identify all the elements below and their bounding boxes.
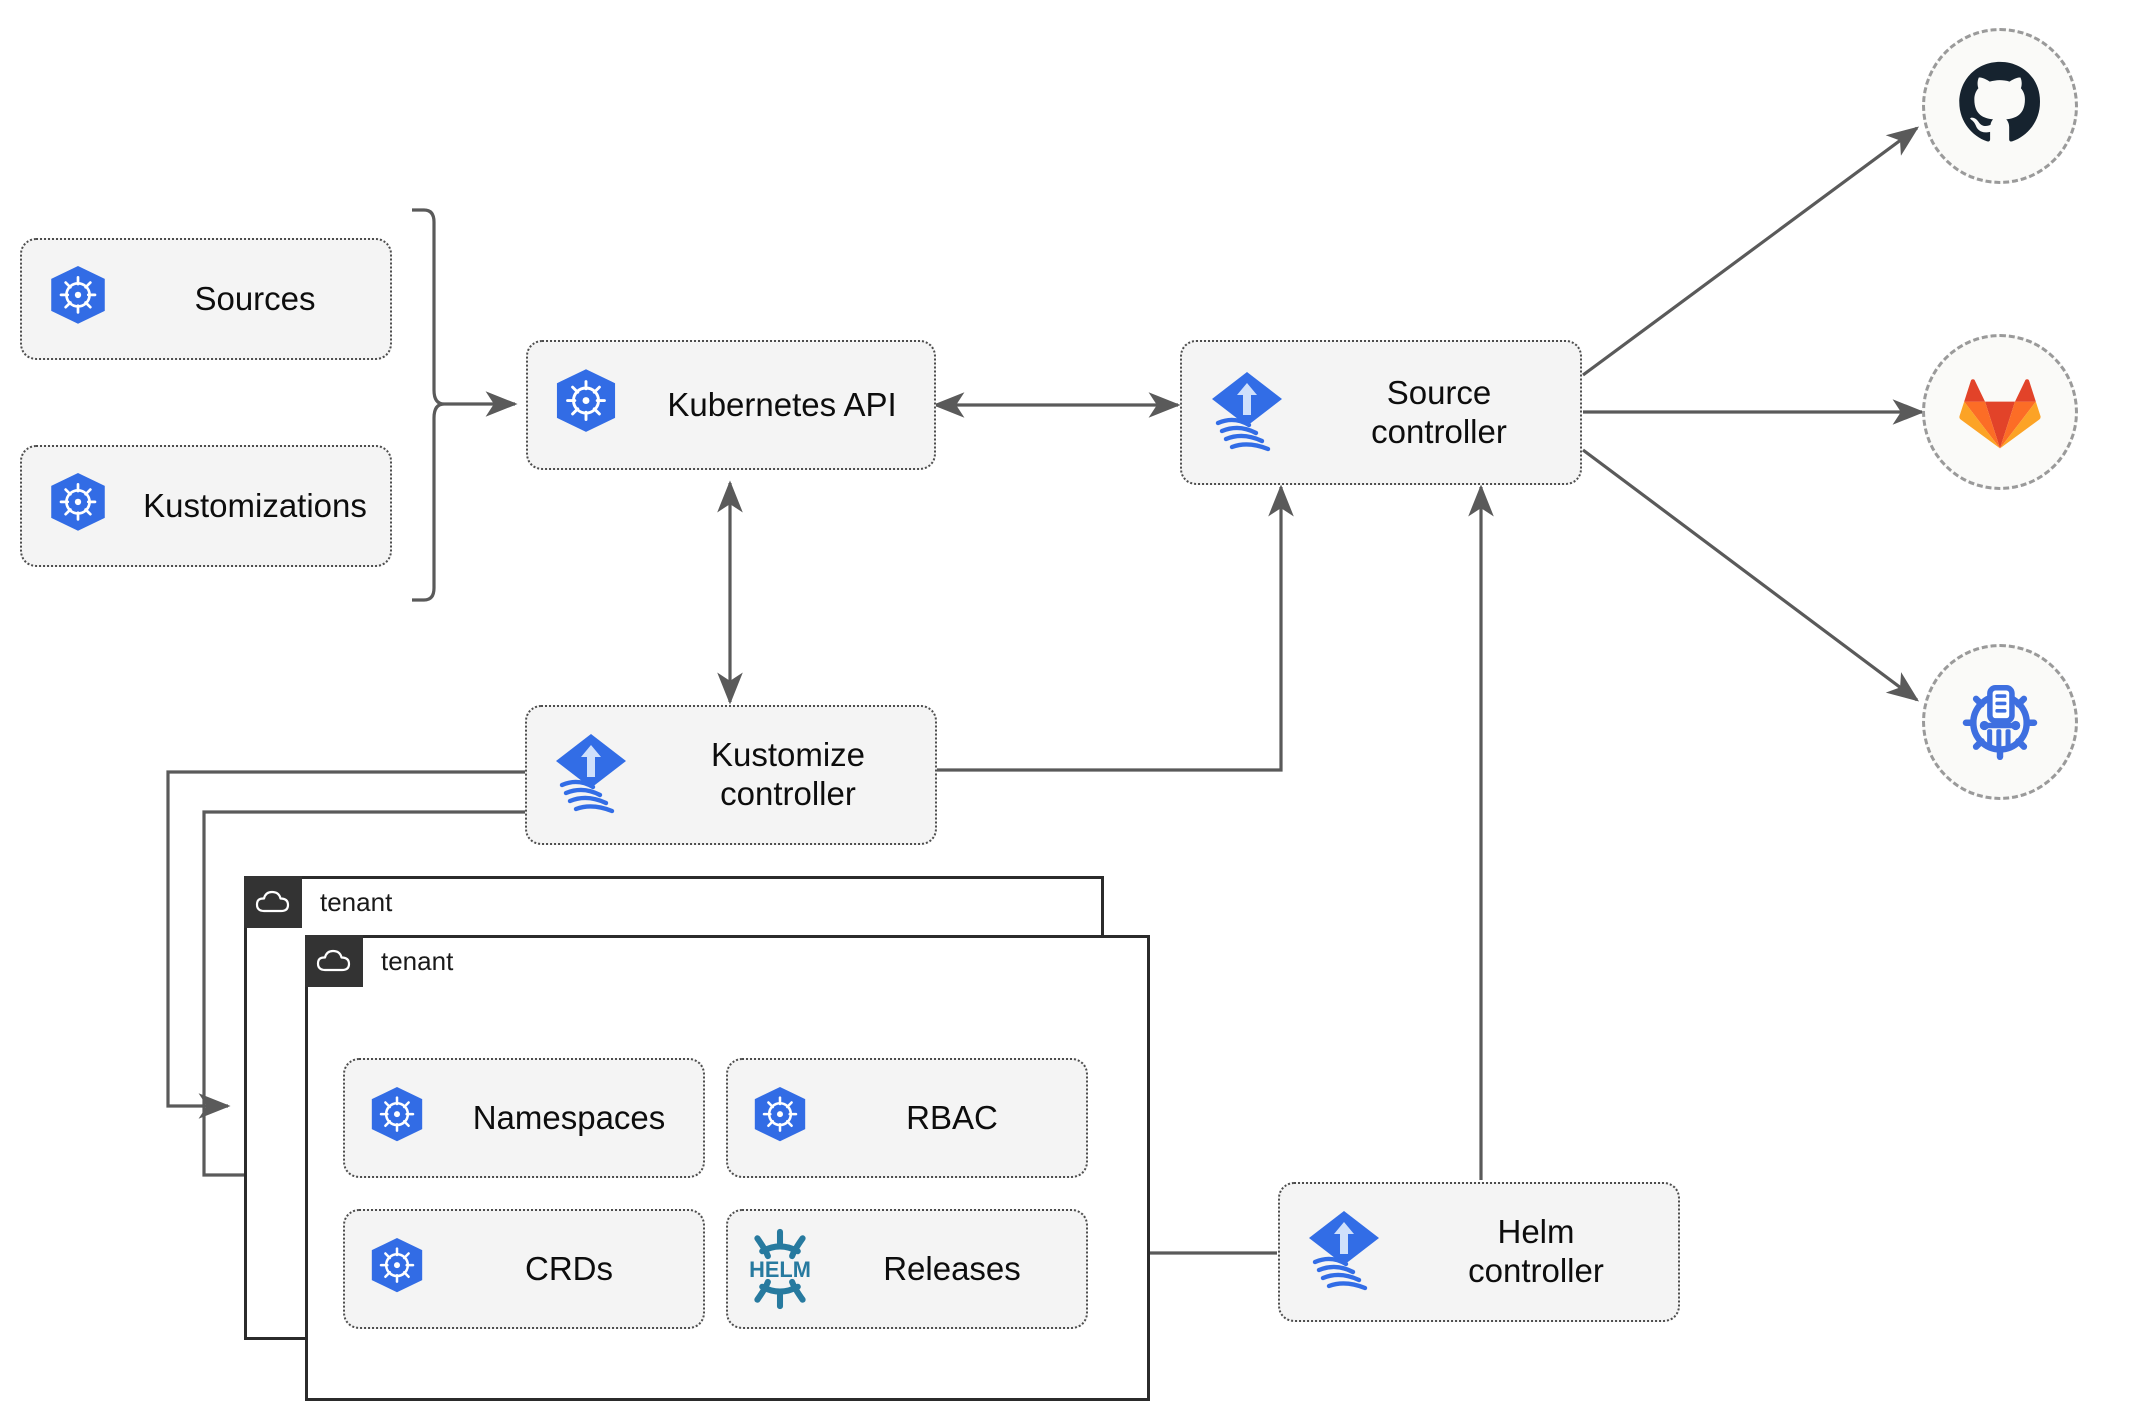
kubernetes-icon — [345, 1236, 449, 1302]
tenant-object-crds[interactable]: CRDs — [343, 1209, 705, 1329]
node-source-controller-label: Source controller — [1371, 373, 1507, 450]
node-sources[interactable]: Sources — [20, 238, 392, 360]
flux-icon — [527, 729, 655, 821]
kubernetes-icon — [528, 367, 644, 443]
tenant-back-header: tenant — [244, 876, 392, 928]
tenant-object-namespaces[interactable]: Namespaces — [343, 1058, 705, 1178]
node-kubernetes-api[interactable]: Kubernetes API — [526, 340, 936, 470]
node-kustomizations-label: Kustomizations — [143, 486, 367, 524]
node-sources-label: Sources — [194, 279, 316, 317]
provider-gitlab[interactable] — [1922, 334, 2078, 490]
helm-chart-icon — [1954, 674, 2046, 771]
cloud-icon — [305, 935, 363, 987]
kubernetes-icon — [22, 471, 134, 541]
tenant-object-releases[interactable]: HELM Releases — [726, 1209, 1088, 1329]
node-kustomizations[interactable]: Kustomizations — [20, 445, 392, 567]
tenant-front-header: tenant — [305, 935, 453, 987]
tenant-frame-front[interactable]: tenant Namespaces — [305, 935, 1150, 1401]
svg-text:HELM: HELM — [749, 1257, 811, 1282]
tenant-object-releases-label: Releases — [883, 1249, 1021, 1287]
github-icon — [1956, 60, 2044, 153]
node-source-controller[interactable]: Source controller — [1180, 340, 1582, 485]
node-kubernetes-api-label: Kubernetes API — [667, 385, 897, 423]
kubernetes-icon — [22, 264, 134, 334]
flux-icon — [1182, 367, 1312, 459]
tenant-front-label: tenant — [381, 945, 454, 976]
provider-helm-repository[interactable] — [1922, 644, 2078, 800]
gitlab-icon — [1957, 370, 2043, 455]
kubernetes-icon — [345, 1085, 449, 1151]
tenant-object-namespaces-label: Namespaces — [472, 1098, 666, 1136]
node-kustomize-controller-label: Kustomize controller — [710, 736, 866, 812]
node-helm-controller-label: Helm controller — [1468, 1213, 1604, 1289]
flux-icon — [1280, 1206, 1408, 1298]
tenant-object-crds-label: CRDs — [525, 1249, 613, 1287]
tenant-back-label: tenant — [320, 886, 393, 917]
provider-github[interactable] — [1922, 28, 2078, 184]
tenant-object-rbac-label: RBAC — [906, 1098, 998, 1136]
helm-icon: HELM — [728, 1227, 832, 1311]
tenant-object-rbac[interactable]: RBAC — [726, 1058, 1088, 1178]
node-helm-controller[interactable]: Helm controller — [1278, 1182, 1680, 1322]
kubernetes-icon — [728, 1085, 832, 1151]
node-kustomize-controller[interactable]: Kustomize controller — [525, 705, 937, 845]
cloud-icon — [244, 876, 302, 928]
